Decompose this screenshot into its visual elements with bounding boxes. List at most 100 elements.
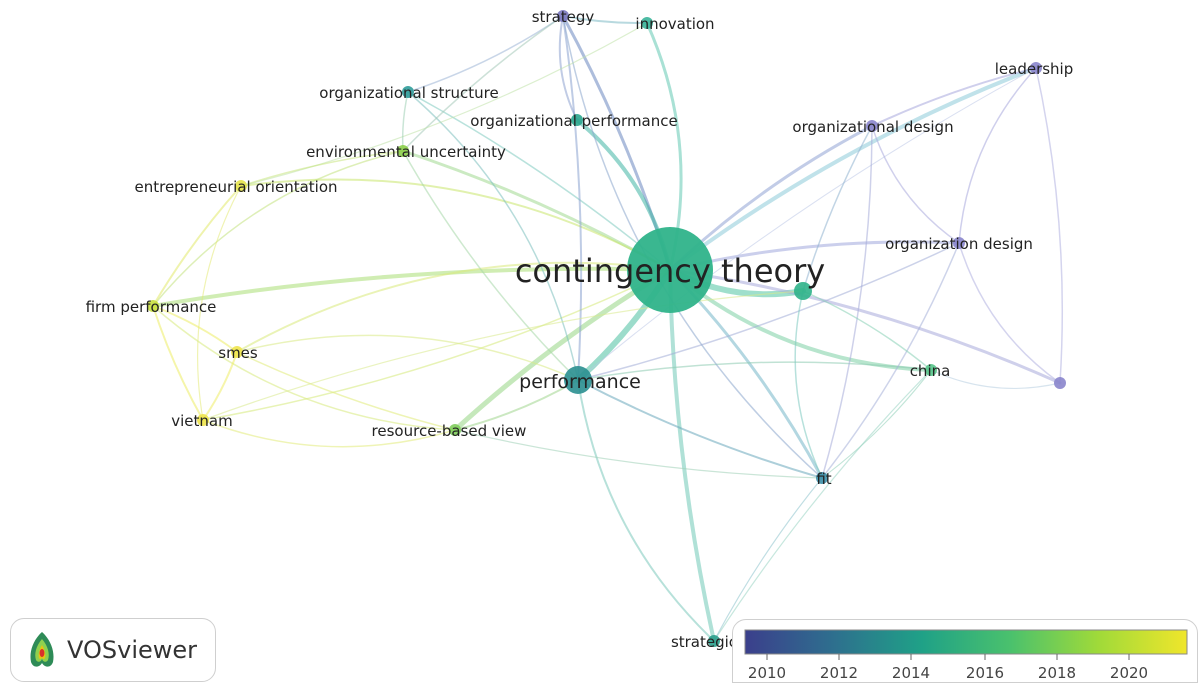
node-label-entrepreneurial-orientation[interactable]: entrepreneurial orientation [134,178,337,196]
node-organizational-structure[interactable] [402,86,414,98]
node-strategic[interactable] [708,635,720,647]
node-smes[interactable] [231,346,243,358]
node-label-organizational-structure[interactable]: organizational structure [319,84,498,102]
link-strategy-organizational_structure [407,15,564,93]
node-entrepreneurial-orientation[interactable] [235,180,247,192]
link-smes-vietnam [202,351,238,421]
link-performance-fit [577,379,823,479]
link-organizational_design-fit [821,125,873,479]
node-unlabeled-purple[interactable] [1054,377,1066,389]
link-contingency_theory-smes [236,261,671,353]
node-label-china[interactable]: china [910,362,951,380]
node-label-contingency-theory[interactable]: contingency theory [515,252,825,290]
year-color-legend: 2010 2012 2014 2016 2018 2020 [732,619,1198,683]
link-environmental_uncertainty-firm_performance [152,150,404,307]
link-organization_design-unlabeled_purple [958,242,1061,384]
legend-tick-label: 2018 [1038,664,1076,682]
node-leadership[interactable] [1030,62,1042,74]
link-entrepreneurial_orientation-firm_performance [152,185,242,307]
link-vietnam-unlabeled_teal [202,290,804,421]
link-environmental_uncertainty-entrepreneurial_orientation [240,150,404,187]
link-performance-strategic [577,379,715,642]
node-label-organizational-design[interactable]: organizational design [792,118,953,136]
node-layer [147,10,1066,647]
link-firm_performance-smes [152,305,238,353]
link-resource_based_view-fit [454,429,823,479]
link-firm_performance-vietnam [152,305,204,421]
link-firm_performance-resource_based_view [152,305,456,431]
link-leadership-unlabeled_purple [1035,67,1064,384]
label-layer: contingency theory performance strategy inn… [86,8,1074,651]
node-vietnam[interactable] [197,414,209,426]
node-organizational-performance[interactable] [571,114,583,126]
vosviewer-brand-badge[interactable]: VOSviewer [10,618,216,682]
brand-name: VOSviewer [67,636,198,664]
legend-gradient-bar [744,629,1188,655]
node-label-strategy[interactable]: strategy [532,8,595,26]
node-label-organization-design[interactable]: organization design [885,235,1033,253]
node-china[interactable] [925,364,937,376]
legend-tick-label: 2016 [966,664,1004,682]
node-innovation[interactable] [641,17,653,29]
legend-tick-label: 2020 [1110,664,1148,682]
legend-ticks: 2010 2012 2014 2016 2018 2020 [748,654,1148,682]
node-resource-based-view[interactable] [449,424,461,436]
node-contingency-theory[interactable] [627,227,713,313]
node-label-strategic[interactable]: strategic [671,633,737,651]
link-china-strategic [713,369,932,642]
link-leadership-performance [577,67,1037,381]
node-label-resource-based-view[interactable]: resource-based view [372,422,527,440]
node-label-firm-performance[interactable]: firm performance [86,298,217,316]
node-label-innovation[interactable]: innovation [635,15,714,33]
link-organizational_design-unlabeled_teal [802,125,873,292]
link-entrepreneurial_orientation-vietnam [196,185,242,421]
node-strategy[interactable] [557,10,569,22]
link-fit-strategic [713,477,823,642]
link-performance-organization_design [577,242,960,381]
node-label-organizational-performance[interactable]: organizational performance [470,112,677,130]
link-leadership-organizational_design [871,67,1037,127]
node-label-environmental-uncertainty[interactable]: environmental uncertainty [306,143,506,161]
legend-tick-label: 2012 [820,664,858,682]
node-label-smes[interactable]: smes [218,344,258,362]
vosviewer-logo-icon [30,632,54,667]
link-contingency_theory-strategic [668,268,716,643]
legend-tick-label: 2014 [892,664,930,682]
link-leadership-organization_design [958,67,1037,244]
link-performance-environmental_uncertainty [402,150,579,381]
node-fit[interactable] [816,472,828,484]
node-label-fit[interactable]: fit [816,470,831,488]
legend-tick-label: 2010 [748,664,786,682]
link-smes-resource_based_view [236,351,456,431]
node-label-leadership[interactable]: leadership [995,60,1074,78]
link-china-unlabeled_purple [930,369,1061,390]
node-environmental-uncertainty[interactable] [397,145,409,157]
node-organization-design[interactable] [953,237,965,249]
link-vietnam-resource_based_view [202,419,456,448]
node-organizational-design[interactable] [866,120,878,132]
link-performance-smes [236,334,579,381]
link-contingency_theory-leadership [668,66,1038,272]
node-label-performance[interactable]: performance [519,371,641,393]
node-firm-performance[interactable] [147,300,159,312]
link-contingency_theory-entrepreneurial_orientation [240,178,671,271]
link-contingency_theory-firm_performance [151,266,672,308]
link-organization_design-fit [821,242,960,479]
link-strategy-innovation [562,15,648,25]
node-label-vietnam[interactable]: vietnam [171,412,232,430]
link-strategy-environmental_uncertainty [402,15,564,152]
legend-scale: 2010 2012 2014 2016 2018 2020 [744,629,1188,682]
link-unlabeled_teal-china [802,290,932,371]
link-layer [151,14,1064,643]
link-organizational_design-organization_design [871,125,960,244]
node-performance[interactable] [564,366,592,394]
node-unlabeled-teal[interactable] [794,282,812,300]
link-china-fit [821,369,932,479]
link-performance-china [577,361,932,381]
link-contingency_theory-unlabeled_purple [668,268,1062,385]
link-innovation-entrepreneurial_orientation [240,22,648,187]
link-contingency_theory-vietnam [202,269,671,421]
link-performance-organizational_structure [407,91,579,381]
link-unlabeled_teal-fit [794,290,823,479]
